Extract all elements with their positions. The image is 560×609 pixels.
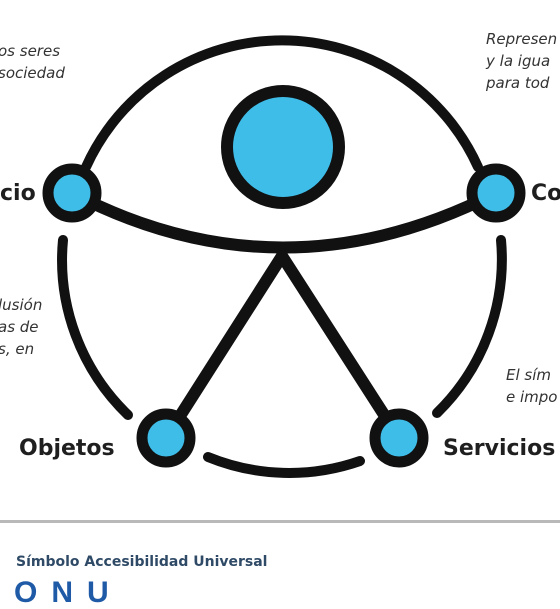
ring-top-arc <box>81 35 483 172</box>
side-text-mid-left: lusión as de s, en <box>0 294 42 360</box>
side-text-line: os seres <box>0 42 61 60</box>
ring-right-arc <box>432 235 507 418</box>
left-hand-node <box>42 163 102 223</box>
side-text-line: lusión <box>0 296 43 314</box>
side-text-line: s, en <box>0 340 35 358</box>
right-hand-node <box>466 163 526 223</box>
side-text-top-left: os seres sociedad <box>0 40 65 84</box>
left-foot-node <box>136 408 196 468</box>
side-text-line: para tod <box>486 74 550 92</box>
label-left-cut: cio <box>0 181 36 206</box>
side-text-line: as de <box>0 318 39 336</box>
side-text-line: Represen <box>486 30 558 48</box>
label-objetos: Objetos <box>19 436 115 461</box>
ring-bottom-arc <box>203 452 365 478</box>
side-text-line: sociedad <box>0 64 65 82</box>
side-text-line: El sím <box>506 366 552 384</box>
arms-line <box>66 187 502 254</box>
right-leg <box>276 250 405 444</box>
side-text-line: y la igua <box>486 52 551 70</box>
label-right-cut: Co <box>531 181 560 206</box>
universal-accessibility-symbol <box>42 35 526 478</box>
label-servicios: Servicios <box>443 436 556 461</box>
side-text-line: e impo <box>506 388 558 406</box>
side-text-mid-right: El sím e impo <box>506 364 557 408</box>
head-node <box>221 85 345 209</box>
footer-org-logo: ONU <box>14 576 123 609</box>
right-foot-node <box>369 408 429 468</box>
left-leg <box>160 250 288 444</box>
footer-subtitle: Símbolo Accesibilidad Universal <box>16 554 268 570</box>
ring-left-arc <box>57 235 133 420</box>
footer-divider <box>0 520 560 523</box>
side-text-top-right: Represen y la igua para tod <box>486 28 557 94</box>
